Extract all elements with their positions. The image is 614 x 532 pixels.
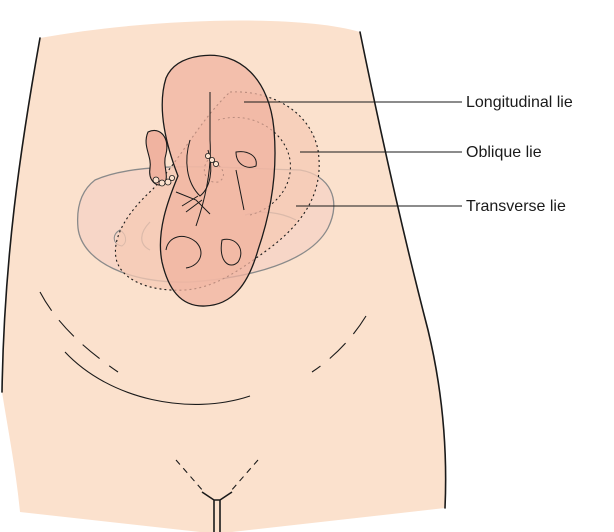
label-longitudinal-lie: Longitudinal lie	[466, 94, 573, 111]
label-transverse-lie: Transverse lie	[466, 198, 566, 215]
label-oblique-lie: Oblique lie	[466, 144, 542, 161]
